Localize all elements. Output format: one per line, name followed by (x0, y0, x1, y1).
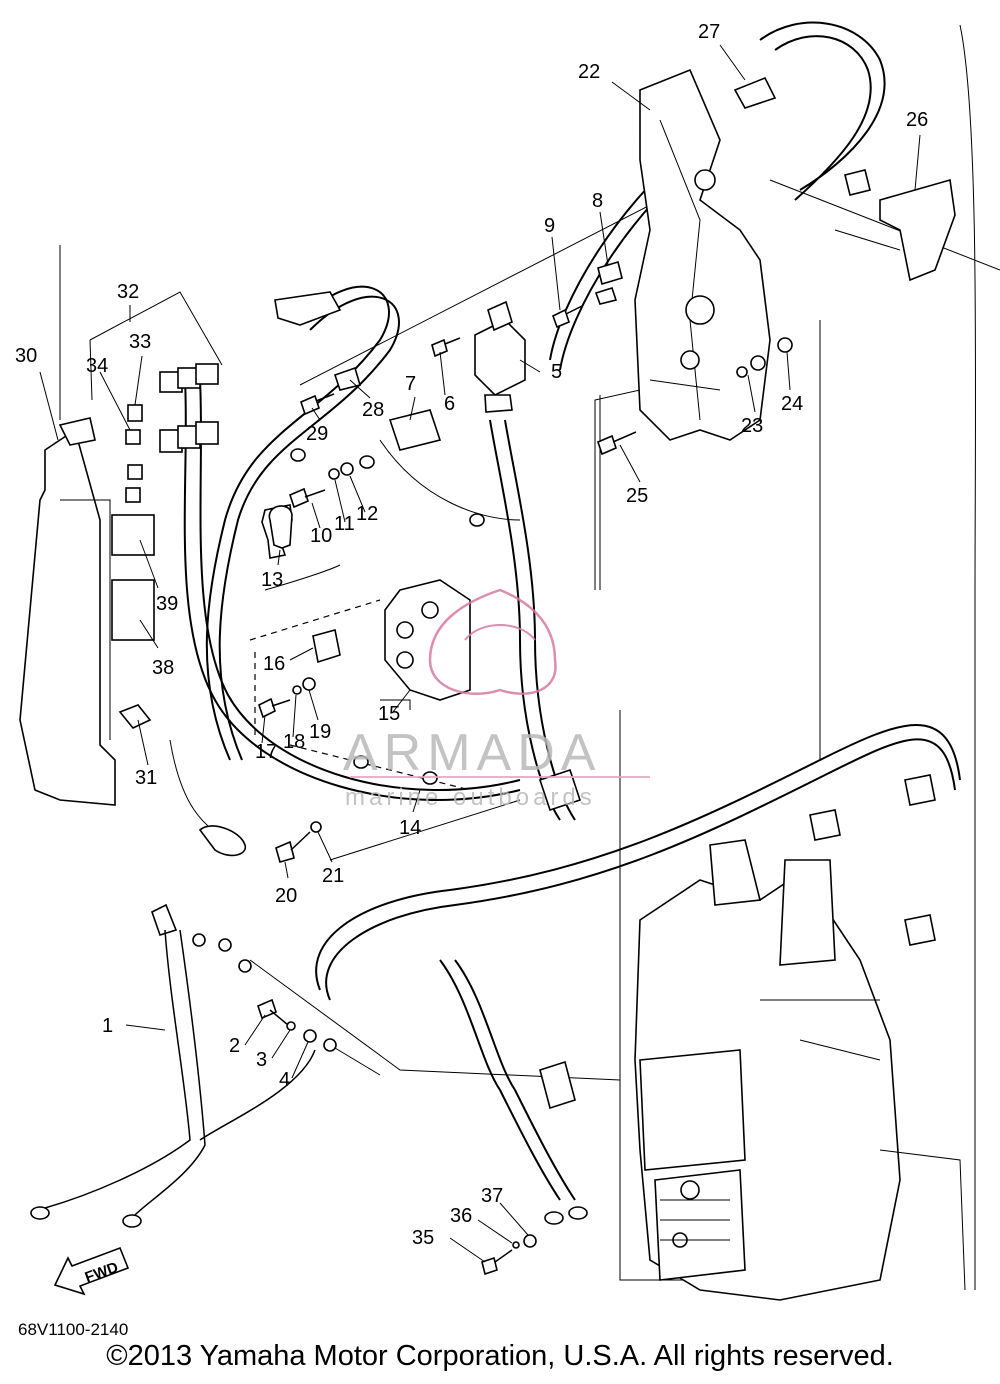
main-bracket-22 (634, 68, 771, 441)
terminals-and-fasteners (30, 260, 793, 1276)
watermark-brand: ARMADA (343, 724, 601, 782)
callout-24: 24 (781, 393, 803, 415)
callout-29: 29 (306, 423, 328, 445)
watermark-tagline: marine outboards (345, 784, 596, 811)
callout-labels: 1 2 3 4 5 6 7 8 9 10 11 12 13 14 15 16 1… (15, 21, 928, 1249)
cover-30 (19, 417, 155, 806)
armada-watermark: ARMADA marine outboards (343, 588, 650, 811)
reference-lines (59, 24, 1000, 1290)
callout-30: 30 (15, 345, 37, 367)
copyright-notice: ©2013 Yamaha Motor Corporation, U.S.A. A… (106, 1340, 894, 1372)
callout-39: 39 (156, 593, 178, 615)
callout-27: 27 (698, 21, 720, 43)
callout-15: 15 (378, 703, 400, 725)
callout-35: 35 (412, 1227, 434, 1249)
callout-38: 38 (152, 657, 174, 679)
relay-set (125, 363, 219, 503)
callout-23: 23 (741, 415, 763, 437)
callout-25: 25 (626, 485, 648, 507)
callout-26: 26 (906, 109, 928, 131)
callout-16: 16 (263, 653, 285, 675)
callout-31: 31 (135, 767, 157, 789)
callout-9: 9 (544, 215, 555, 237)
battery-cable-1 (44, 929, 316, 1216)
document-number: 68V1100-2140 (18, 1320, 129, 1339)
callout-18: 18 (283, 731, 305, 753)
callout-19: 19 (309, 721, 331, 743)
callout-17: 17 (255, 741, 277, 763)
callout-6: 6 (444, 393, 455, 415)
callout-7: 7 (405, 373, 416, 395)
callout-37: 37 (481, 1185, 503, 1207)
engine-block (634, 839, 966, 1301)
callout-13: 13 (261, 569, 283, 591)
leader-lines (39, 44, 921, 1263)
callout-10: 10 (310, 525, 332, 547)
callout-4: 4 (279, 1069, 290, 1091)
fwd-arrow: FWD (53, 1246, 130, 1296)
callout-12: 12 (356, 503, 378, 525)
callout-33: 33 (129, 331, 151, 353)
callout-8: 8 (592, 190, 603, 212)
callout-28: 28 (362, 399, 384, 421)
callout-11: 11 (334, 513, 355, 535)
callout-34: 34 (86, 355, 108, 377)
callout-2: 2 (229, 1035, 240, 1057)
relay-block-15 (380, 579, 471, 710)
callout-5: 5 (551, 361, 562, 383)
callout-20: 20 (275, 885, 297, 907)
bracket-26 (834, 178, 956, 282)
callout-14: 14 (399, 817, 421, 839)
callout-22: 22 (578, 61, 600, 83)
callout-1: 1 (102, 1015, 113, 1037)
callout-32: 32 (117, 281, 139, 303)
callout-3: 3 (256, 1049, 267, 1071)
callout-21: 21 (322, 865, 344, 887)
relay-5 (474, 300, 526, 413)
callout-36: 36 (450, 1205, 472, 1227)
